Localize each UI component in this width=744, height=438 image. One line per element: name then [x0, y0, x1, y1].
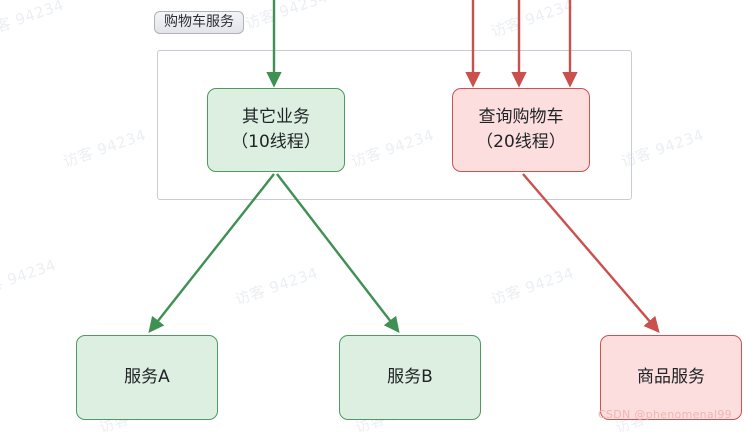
watermark-tile: 访客 94234	[242, 0, 331, 33]
node-service-a-label: 服务A	[124, 367, 170, 388]
node-query-cart-line1: 查询购物车	[478, 107, 564, 128]
node-other-business[interactable]: 其它业务 （10线程）	[207, 88, 345, 172]
watermark-credit: CSDN @phenomenal99	[598, 408, 732, 421]
node-service-a[interactable]: 服务A	[76, 335, 218, 420]
node-query-cart-line2: （20线程）	[476, 132, 566, 152]
node-service-b[interactable]: 服务B	[339, 335, 481, 420]
watermark-tile: 访客 94234	[0, 0, 67, 41]
node-service-b-label: 服务B	[387, 367, 433, 388]
watermark-tile: 访客 94234	[60, 125, 149, 171]
watermark-tile: 访客 94234	[0, 255, 59, 301]
node-query-cart[interactable]: 查询购物车 （20线程）	[452, 88, 590, 172]
watermark-tile: 访客 94234	[488, 0, 577, 41]
node-other-business-line1: 其它业务	[242, 107, 310, 128]
watermark-tile: 访客 94234	[488, 263, 577, 309]
node-product-service[interactable]: 商品服务	[600, 335, 742, 420]
node-other-business-line2: （10线程）	[231, 132, 321, 152]
node-product-service-label: 商品服务	[637, 367, 705, 388]
watermark-tile: 访客 94234	[232, 263, 321, 309]
group-label-shopping-cart-service: 购物车服务	[154, 11, 244, 34]
